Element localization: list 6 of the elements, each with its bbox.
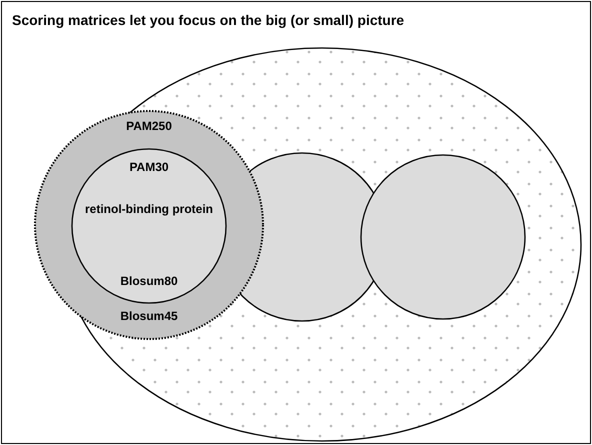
circle-label: PAM30 [129, 160, 169, 174]
circle-label: PAM250 [126, 119, 172, 133]
diagram-title: Scoring matrices let you focus on the big (or small) picture [12, 12, 404, 28]
circle-label: Blosum80 [120, 274, 178, 288]
circle-label: Blosum45 [120, 309, 178, 323]
circle-label: retinol-binding protein [84, 202, 214, 216]
